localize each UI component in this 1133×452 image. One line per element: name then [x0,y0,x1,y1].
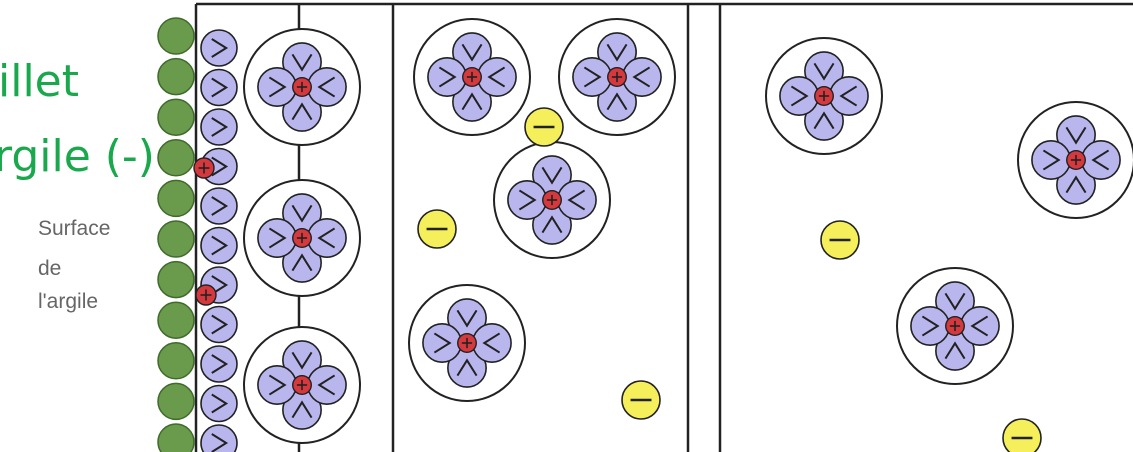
cation [292,77,312,97]
bound-water-layer [193,29,238,452]
clay-particle [157,342,195,380]
hydrated-cation [558,18,676,136]
water-molecule [507,180,547,220]
clay-particle [157,260,195,299]
clay-particle [157,179,195,218]
surface-label-line-1: Surface [38,217,111,240]
water-molecule [572,57,612,97]
hydrated-cation [493,141,611,259]
water-molecule [306,67,347,107]
anion [417,209,457,249]
water-molecule [1080,140,1121,180]
water-molecule [1031,140,1072,180]
anion [820,220,860,260]
anion [621,380,661,420]
hydrated-cation [408,284,526,402]
water-molecule [1056,115,1096,155]
cation [457,333,477,353]
cation [292,375,312,395]
clay-particle [157,220,195,258]
surface-label-line-2: de [38,257,62,280]
water-molecule [200,68,238,107]
clay-surface [157,17,195,452]
anion [524,107,564,147]
water-molecule [306,218,347,258]
hydrated-cation [1017,101,1133,219]
cation [292,228,312,248]
water-molecule [200,305,238,344]
water-molecule [471,323,512,363]
clay-particle [157,98,195,136]
water-molecule [935,281,975,321]
clay-particle [157,139,195,177]
hydrated-cation [413,18,531,136]
water-molecule [282,340,322,380]
title-line-2: rgile (-) [0,131,155,182]
water-molecule [200,226,238,265]
cation [607,67,627,87]
clay-particle [157,423,195,452]
water-molecule [828,76,869,116]
anions [417,107,1042,452]
hydrated-cations [243,18,1133,444]
water-molecule [597,82,637,122]
water-molecule [257,218,297,258]
cation [814,86,834,106]
cation [542,190,562,210]
clay-particle [157,301,195,339]
water-molecule [804,51,844,91]
water-molecule [804,101,844,141]
hydrated-cation [243,28,361,146]
water-molecule [200,424,238,452]
water-molecule [910,306,950,346]
water-molecule [200,345,238,383]
hydrated-cation [765,37,883,155]
clay-particle [157,17,195,55]
hydrated-cation [243,179,361,297]
water-molecule [422,323,462,363]
cation [945,316,965,336]
water-molecule [779,76,819,116]
water-molecule [257,67,297,107]
clay-particle [157,57,195,96]
title-line-1: illet [0,56,79,107]
water-molecule [959,306,1000,346]
water-molecule [282,92,322,132]
surface-label-line-3: l'argile [38,290,99,313]
water-molecule [621,57,662,97]
hydrated-cation [896,267,1014,385]
hydrated-cation [243,326,361,444]
cation [1066,150,1086,170]
water-molecule [306,365,347,405]
water-molecule [200,384,238,423]
water-molecule [200,187,238,225]
cation [193,157,215,179]
cation [462,67,482,87]
water-molecule [476,57,517,97]
water-molecule [257,365,297,405]
cation [195,284,217,306]
water-molecule [200,108,238,146]
anion [1002,418,1042,452]
water-molecule [556,180,597,220]
clay-particle [157,382,195,421]
water-molecule [200,29,238,67]
water-molecule [427,57,467,97]
